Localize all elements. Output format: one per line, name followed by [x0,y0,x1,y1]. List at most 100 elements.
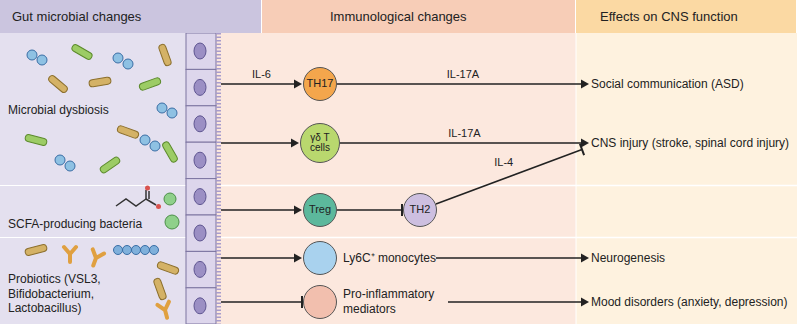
text-group: Probiotics (VSL3, Bifidobacterium, Lacto… [8,272,136,316]
probiotic-illustration [132,246,141,255]
bacteria-illustration [71,43,94,60]
node-text: Immunological changes [330,9,467,24]
bacteria-illustration [157,103,167,113]
effect-label: CNS injury (stroke, spinal cord injury) [590,135,790,152]
probiotic-illustration [157,302,172,320]
probiotic-illustration [150,246,159,255]
arrowhead [581,298,589,307]
inhibition-bar [580,144,584,155]
text-group: CNS injury (stroke, spinal cord injury) [591,136,789,151]
scfa-illustration [145,190,147,199]
probiotic-illustration [88,249,104,267]
connector [448,298,589,307]
node-text: Social communication (ASD) [591,77,744,92]
bacteria-illustration [65,161,75,171]
node-text: Gut microbial changes [12,9,141,24]
connector-line [221,209,295,211]
epithelium [194,261,206,277]
edge-label: IL-17A [446,127,482,140]
epithelium [194,152,206,168]
panel-ground [0,33,186,185]
text-group: Microbial dysbiosis [8,103,126,118]
effect-label: Neurogenesis [590,250,666,267]
row-band: Microbial dysbiosis [0,33,221,185]
node-text: Microbial dysbiosis [8,103,126,118]
text-group: γδ T cells [302,133,338,154]
connector-line [337,83,582,85]
bacteria-illustration [138,77,161,91]
connector [221,139,299,148]
connector-line [221,301,302,303]
bacteria-illustration [161,141,178,164]
scfa-illustration [145,186,150,191]
panel-ground [0,33,797,324]
epithelium [186,142,216,178]
text-group: Mood disorders (anxiety, depression) [591,295,788,310]
connector [337,204,402,216]
text-group: SCFA-producing bacteria [8,217,158,232]
text-group: Effects on CNS function [600,9,738,24]
edge-label: IL-17A [445,68,481,81]
arrowhead [294,206,302,215]
epithelium [186,215,216,251]
bacteria-illustration [55,155,65,165]
connector [436,144,584,204]
bacteria-illustration [99,156,121,174]
arrowhead [581,254,589,263]
node-text: γδ T cells [302,133,338,154]
node-text: Pro-inflammatory mediators [343,287,448,317]
column-header: Gut microbial changes [0,0,262,33]
arrowhead [294,80,302,89]
epithelium [186,33,216,69]
epithelium [186,179,216,215]
arrowhead [294,254,302,263]
bacteria-illustration [158,43,172,66]
epithelium [186,33,219,324]
cell-circle [303,285,337,319]
probiotic-illustration [114,246,123,255]
connector-line [221,83,295,85]
connector-line [448,301,582,303]
bacteria-illustration [167,108,177,118]
epithelium [186,106,216,142]
scfa-illustration [148,191,150,199]
bacteria-illustration [27,50,37,60]
probiotic-illustration [156,261,179,275]
epithelium [186,69,216,105]
text-group: TH17 [305,78,335,90]
node-text: Ly6C⁺ monocytes [343,251,436,266]
scfa-illustration [165,215,179,229]
bacteria-illustration [123,59,133,69]
node-text: Treg [305,204,335,216]
text-group: Immunological changes [330,9,467,24]
cell-circle [303,241,337,275]
scfa-illustration [156,204,161,209]
bacteria-illustration [47,74,68,94]
bacteria-illustration [113,53,123,63]
effect-label: Mood disorders (anxiety, depression) [590,294,789,311]
bacteria-illustration [37,55,47,65]
bacteria-illustration [150,141,160,151]
panel-ground [0,186,186,237]
text-group: TH2 [405,204,435,216]
connector [436,254,589,263]
cell-circle: γδ T cells [300,123,340,163]
arrowhead [291,139,299,148]
text-group: Neurogenesis [591,251,665,266]
row-band: Probiotics (VSL3, Bifidobacterium, Lacto… [0,238,221,324]
text-group: Pro-inflammatory mediators [343,287,448,317]
cell-node: Pro-inflammatory mediators [303,285,448,319]
cell-node: Ly6C⁺ monocytes [303,241,436,275]
node-text: Probiotics (VSL3, Bifidobacterium, Lacto… [8,272,136,316]
edge-label: IL-4 [492,156,515,169]
node-text: Effects on CNS function [600,9,738,24]
connector-line [436,257,582,259]
epithelium [194,116,206,132]
bacteria-illustration [116,125,139,139]
epithelium [194,298,206,314]
bacteria-illustration [89,77,112,88]
text-group: Gut microbial changes [12,9,141,24]
probiotic-illustration [64,247,76,262]
